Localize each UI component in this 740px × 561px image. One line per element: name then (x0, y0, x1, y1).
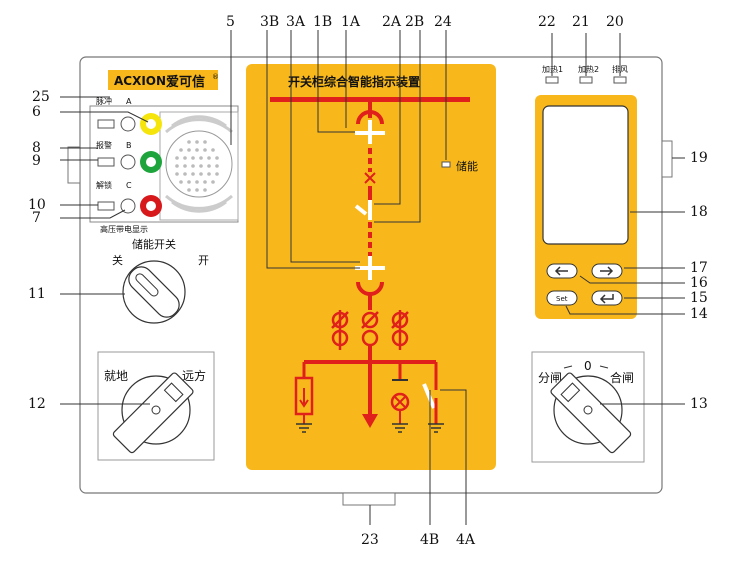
label-pulse: 脉冲 (96, 96, 112, 106)
callout-5: 5 (226, 14, 235, 30)
callout-1b: 1B (313, 14, 332, 30)
callout-6: 6 (32, 104, 41, 120)
open-label: 分闸 (538, 371, 562, 385)
close-open-box (531, 351, 645, 463)
left-arrow-button[interactable] (546, 263, 578, 279)
storage-switch-knob[interactable] (122, 260, 186, 324)
storage-label: 储能 (456, 159, 478, 173)
remote-label: 远方 (182, 368, 206, 383)
callout-4b: 4B (420, 532, 439, 548)
callout-8: 8 (32, 140, 41, 156)
callout-20: 20 (606, 14, 624, 30)
brand-logo-text: ACXION (114, 74, 166, 88)
label-phase-b: B (126, 141, 132, 150)
exhaust-lamp (613, 76, 627, 84)
ring-c (120, 198, 136, 214)
heat1-lamp (545, 76, 559, 84)
callout-12: 12 (28, 396, 46, 412)
storage-switch-title: 储能开关 (132, 237, 176, 251)
callout-2b: 2B (405, 14, 424, 30)
heat2-label: 加热2 (578, 64, 599, 74)
center-panel-title: 开关柜综合智能指示装置 (288, 74, 420, 89)
indicator-lamp-b (97, 157, 115, 167)
brand-name: 爱可信 (166, 74, 205, 90)
brand-logo (108, 70, 218, 90)
storage-lamp (441, 161, 451, 168)
zero-label: 0 (584, 359, 592, 373)
left-mount (67, 146, 81, 184)
right-mount-19 (661, 140, 673, 178)
label-alarm: 报警 (96, 140, 112, 150)
callout-7: 7 (32, 210, 41, 226)
outgoing-arrow (362, 414, 378, 428)
callout-15: 15 (690, 290, 708, 306)
ring-a (120, 116, 136, 132)
indicator-lamp-a (97, 119, 115, 129)
brand-reg: ® (212, 73, 219, 81)
callout-25: 25 (32, 89, 50, 105)
label-unlock: 解锁 (96, 180, 112, 190)
callout-23: 23 (361, 532, 379, 548)
bottom-mount-23 (342, 492, 396, 506)
label-hv-display: 高压带电显示 (100, 224, 148, 234)
heat2-lamp (579, 76, 593, 84)
callout-13: 13 (690, 396, 708, 412)
sensor-dial (165, 115, 233, 213)
callout-11: 11 (28, 286, 46, 302)
callout-4a: 4A (456, 532, 476, 548)
controller-screen (542, 105, 629, 245)
callout-24: 24 (434, 14, 452, 30)
callout-3b: 3B (260, 14, 279, 30)
heat1-label: 加热1 (542, 64, 563, 74)
close-open-knob[interactable] (550, 372, 632, 454)
callout-18: 18 (690, 204, 708, 220)
storage-switch-off: 关 (112, 253, 123, 267)
svg-text:Set: Set (556, 295, 568, 303)
callout-22: 22 (538, 14, 556, 30)
busbar (270, 97, 470, 102)
breaker-switch (368, 200, 372, 220)
callout-16: 16 (690, 275, 708, 291)
label-phase-c: C (126, 181, 132, 190)
storage-switch-on: 开 (198, 254, 209, 267)
ring-b (120, 154, 136, 170)
local-label: 就地 (104, 369, 128, 383)
right-arrow-button[interactable] (591, 263, 623, 279)
set-button[interactable]: Set (546, 290, 578, 306)
earthing-switch (422, 383, 436, 409)
callout-1a: 1A (341, 14, 361, 30)
callout-2a: 2A (382, 14, 402, 30)
current-transformers (331, 310, 409, 350)
local-remote-knob[interactable] (112, 372, 194, 454)
callout-10: 10 (28, 197, 46, 213)
callout-19: 19 (690, 150, 708, 166)
local-remote-box (97, 351, 215, 461)
callout-14: 14 (690, 306, 708, 322)
leader-lines (60, 30, 685, 525)
callout-9: 9 (32, 153, 41, 169)
close-label: 合闸 (610, 370, 634, 385)
indicator-lamp-c (97, 201, 115, 211)
callout-17: 17 (690, 260, 708, 276)
enter-button[interactable] (591, 290, 623, 306)
label-phase-a: A (126, 97, 132, 106)
callout-21: 21 (572, 14, 590, 30)
callout-3a: 3A (286, 14, 306, 30)
